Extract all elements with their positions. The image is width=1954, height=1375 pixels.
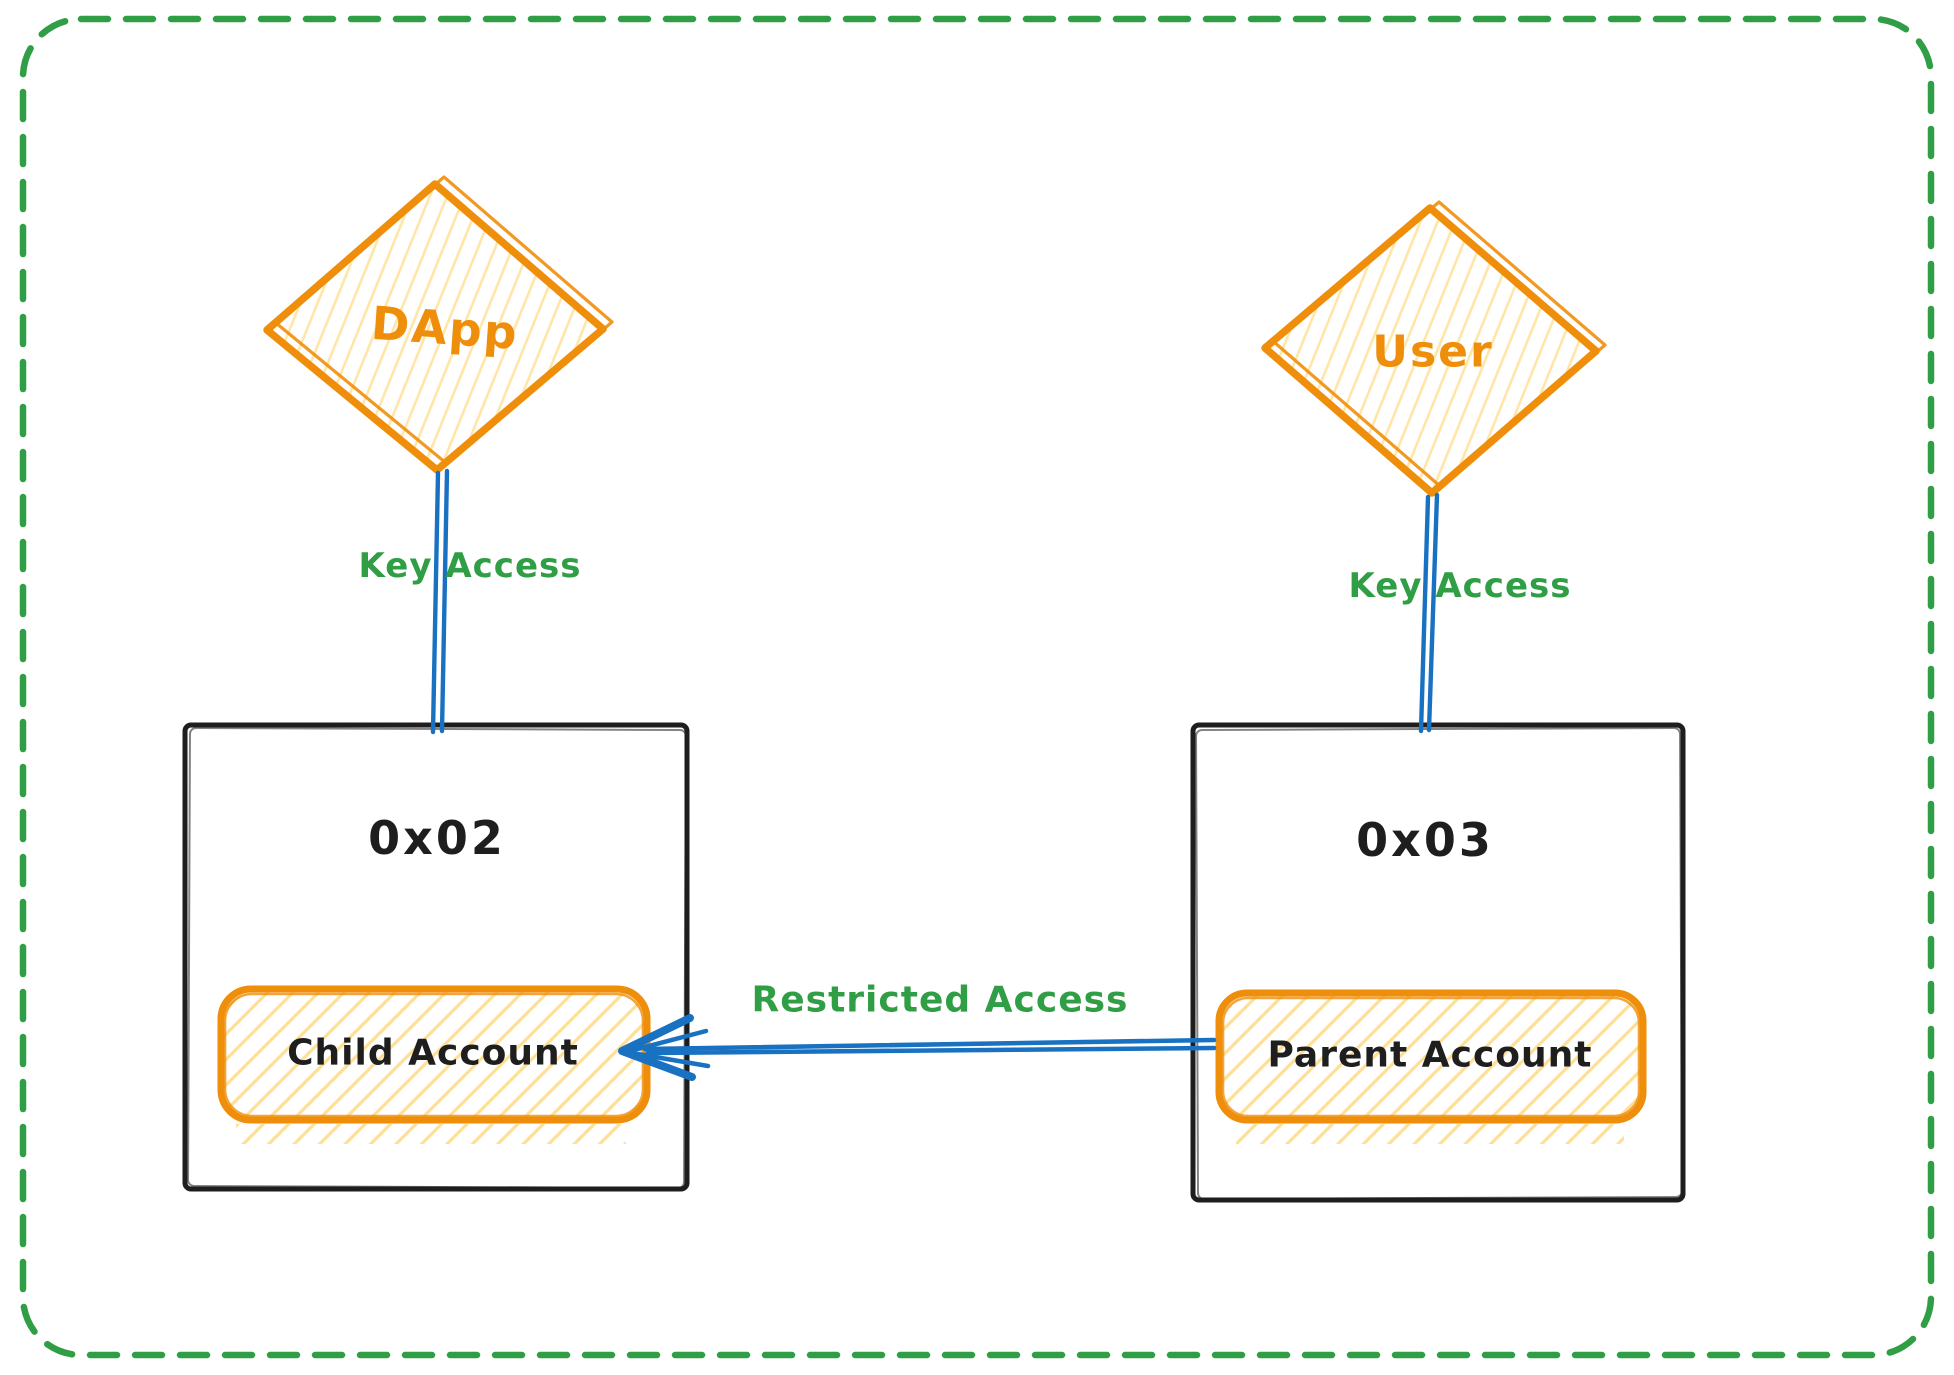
edge-restricted-access-arrow bbox=[618, 1014, 1217, 1081]
address-label-0x02: 0x02 bbox=[368, 811, 506, 865]
edge-dapp-to-left bbox=[430, 468, 450, 735]
user-label: User bbox=[1372, 326, 1494, 378]
address-label-0x03: 0x03 bbox=[1356, 813, 1494, 867]
dapp-label: DApp bbox=[369, 295, 521, 361]
dapp-diamond bbox=[263, 175, 614, 474]
outer-dashed-frame bbox=[19, 15, 1935, 1359]
account-rect-right bbox=[1190, 722, 1686, 1203]
parent-account-box bbox=[1215, 989, 1647, 1144]
edge-user-to-right bbox=[1418, 492, 1440, 734]
child-account-label: Child Account bbox=[287, 1032, 579, 1074]
parent-account-label: Parent Account bbox=[1267, 1034, 1593, 1076]
account-rect-left bbox=[182, 722, 690, 1192]
user-diamond bbox=[1261, 200, 1607, 497]
child-account-box bbox=[217, 985, 651, 1144]
restricted-access-label: Restricted Access bbox=[751, 979, 1129, 1021]
key-access-label-right: Key Access bbox=[1348, 566, 1572, 606]
key-access-label-left: Key Access bbox=[358, 546, 582, 586]
